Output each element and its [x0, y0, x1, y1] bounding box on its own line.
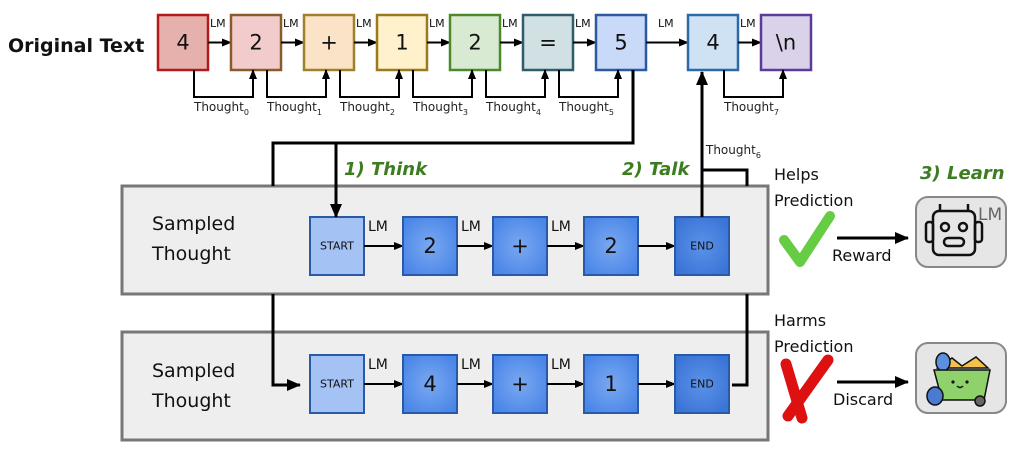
- panel1-label-line2: Thought: [151, 243, 231, 265]
- outcome1-line2: Prediction: [774, 191, 853, 210]
- thought-loop-arrow: [485, 69, 549, 98]
- talk-connector-top: [700, 168, 749, 217]
- lm-label: LM: [551, 357, 571, 373]
- thought-token-box: [674, 216, 730, 276]
- thought-loop-arrow: [412, 69, 476, 98]
- original-token-text: 2: [468, 31, 481, 55]
- thought-label: Thought3: [412, 100, 468, 117]
- lm-label: LM: [210, 17, 226, 30]
- original-token-text: 2: [249, 31, 262, 55]
- thought-token-box: [674, 354, 730, 414]
- thought-token-text: 1: [604, 372, 617, 396]
- original-token-text: =: [539, 31, 557, 55]
- thought-token-text: 2: [604, 234, 617, 258]
- original-token-text: 5: [614, 31, 627, 55]
- thought-token-box: [402, 216, 458, 276]
- connector-panel2-end: [732, 294, 749, 387]
- thought-label: Thought5: [558, 100, 614, 117]
- lm-label: LM: [368, 357, 388, 373]
- thought-loop-arrow: [193, 69, 257, 98]
- thought-loop-arrow: [266, 69, 330, 98]
- thought-token-box: [583, 216, 639, 276]
- thought-label: Thought0: [193, 100, 249, 117]
- thought-label: Thought2: [339, 100, 395, 117]
- lm-label: LM: [740, 17, 756, 30]
- lm-label: LM: [368, 219, 388, 235]
- robot-lm-label: LM: [978, 205, 1002, 225]
- thought-token-text: START: [320, 378, 354, 391]
- lm-label: LM: [356, 17, 372, 30]
- lm-label: LM: [502, 17, 518, 30]
- outcome2-line2: Prediction: [774, 337, 853, 356]
- step-talk-label: 2) Talk: [622, 159, 690, 180]
- thought-token-text: START: [320, 240, 354, 253]
- thought-loop-arrow: [558, 69, 622, 98]
- original-text-label: Original Text: [8, 35, 144, 57]
- original-token-text: \n: [776, 31, 796, 55]
- original-token-text: +: [320, 31, 338, 55]
- panel2-label-line1: Sampled: [152, 360, 235, 382]
- lm-label: LM: [461, 219, 481, 235]
- thought-token-text: +: [511, 234, 529, 258]
- cross-icon: [780, 354, 834, 424]
- thought-token-box: [402, 354, 458, 414]
- original-token-box: [156, 13, 210, 72]
- thought-loop-arrow: [339, 69, 403, 98]
- connector-thought-to-panels: [271, 70, 635, 186]
- thought-token-text: 2: [423, 234, 436, 258]
- thought-token-box: [309, 354, 365, 414]
- lm-label: LM: [658, 17, 674, 30]
- thought-token-box: [583, 354, 639, 414]
- thought-token-box: [309, 216, 365, 276]
- reward-label: Reward: [832, 246, 892, 265]
- thought-token-text: END: [690, 378, 714, 391]
- original-token-text: 4: [706, 31, 719, 55]
- discard-label: Discard: [833, 390, 893, 409]
- outcome1-line1: Helps: [774, 165, 819, 184]
- thought6-label: Thought6: [705, 143, 761, 160]
- check-icon: [779, 211, 835, 267]
- lm-label: LM: [575, 17, 591, 30]
- thought-token-text: 4: [423, 372, 436, 396]
- lm-label: LM: [429, 17, 445, 30]
- connector-to-panel2-start: [271, 294, 301, 391]
- step-think-label: 1) Think: [344, 159, 428, 180]
- lm-label: LM: [551, 219, 571, 235]
- lm-label: LM: [283, 17, 299, 30]
- original-token-box: [229, 13, 283, 72]
- step-learn-label: 3) Learn: [920, 163, 1005, 184]
- thought-token-text: +: [511, 372, 529, 396]
- thought-label: Thought4: [485, 100, 541, 117]
- lm-label: LM: [461, 357, 481, 373]
- original-token-text: 1: [395, 31, 408, 55]
- original-token-text: 4: [176, 31, 189, 55]
- thought-label: Thought7: [723, 100, 779, 117]
- thought-token-text: END: [690, 240, 714, 253]
- original-token-box: [302, 13, 356, 72]
- panel1-label-line1: Sampled: [152, 213, 235, 235]
- trash-bin-icon: [915, 342, 1007, 414]
- panel2-label-line2: Thought: [151, 390, 231, 412]
- thought-label: Thought1: [266, 100, 322, 117]
- thought-token-box: [492, 216, 548, 276]
- outcome2-line1: Harms: [774, 311, 826, 330]
- thought-loop-arrow: [723, 69, 787, 98]
- robot-lm-icon: LM: [915, 196, 1007, 268]
